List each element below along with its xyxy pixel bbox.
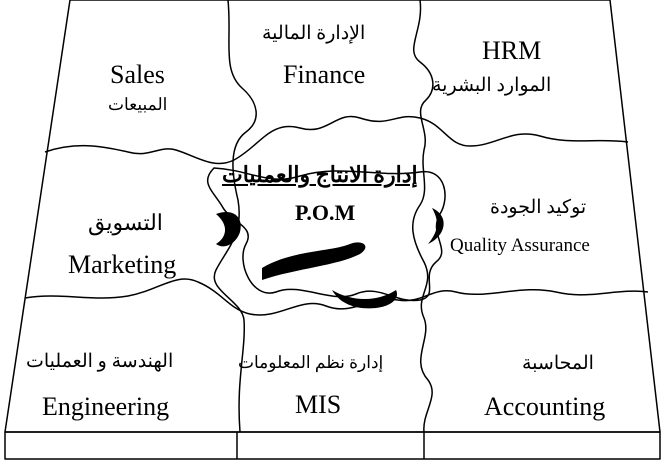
mis-label-en: MIS	[295, 390, 342, 419]
quality-label-ar: توكيد الجودة	[490, 197, 587, 218]
engineering-label-ar: الهندسة و العمليات	[26, 351, 174, 372]
sales-label-ar: المبيعات	[108, 95, 168, 114]
center-piece-outline	[206, 167, 446, 302]
finance-label-en: Finance	[283, 60, 366, 89]
mis-label-ar: إدارة نظم المعلومات	[238, 353, 384, 372]
puzzle-base	[4, 431, 661, 460]
center-label-en: P.O.M	[295, 200, 356, 225]
seam-right-vertical	[412, 0, 434, 433]
center-piece-shadow	[216, 208, 444, 309]
engineering-label-en: Engineering	[42, 392, 170, 421]
quality-label-en: Quality Assurance	[450, 235, 590, 256]
marketing-label-en: Marketing	[68, 250, 177, 279]
seam-lower-horizontal	[24, 278, 649, 316]
marketing-label-ar: التسويق	[88, 210, 163, 235]
hrm-label-en: HRM	[482, 36, 542, 65]
hrm-label-ar: الموارد البشرية	[432, 75, 552, 96]
sales-label-en: Sales	[110, 60, 165, 89]
seam-upper-horizontal	[44, 115, 629, 165]
center-label-ar: إدارة الانتاج والعمليات	[222, 162, 418, 187]
finance-label-ar: الإدارة المالية	[262, 23, 366, 44]
seam-left-vertical	[213, 0, 257, 433]
accounting-label-ar: المحاسبة	[522, 353, 594, 374]
accounting-label-en: Accounting	[484, 392, 606, 421]
